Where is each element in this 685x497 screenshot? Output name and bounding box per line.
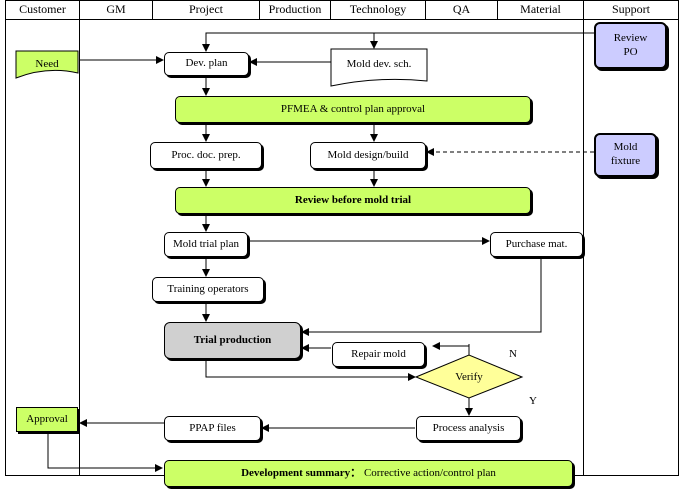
need-label: Need (35, 58, 59, 70)
dev-summary-detail: Corrective action/control plan (361, 466, 496, 479)
lane-support: Support (611, 2, 650, 16)
lane-project: Project (189, 2, 223, 16)
mold-fixture-line2: fixture (610, 155, 641, 167)
pfmea-node: PFMEA & control plan approval (175, 96, 531, 123)
lane-material: Material (520, 2, 561, 16)
review-po-node: Review PO (594, 22, 667, 69)
connector-verify-no-to-repair-mold (432, 342, 470, 356)
verify-diamond (414, 354, 524, 399)
review-po-line2: PO (623, 45, 638, 58)
training-operators-node: Training operators (152, 277, 264, 302)
mold-fixture-node: Mold fixture (594, 133, 657, 177)
repair-mold-node: Repair mold (332, 342, 425, 367)
connector-trial-production-to-verify (205, 359, 416, 381)
lane-technology: Technology (349, 2, 407, 16)
ppap-files-node: PPAP files (164, 416, 261, 441)
lane-production: Production (268, 2, 322, 16)
need-shape (15, 50, 79, 79)
lane-qa: QA (452, 2, 471, 16)
review-before-trial-node: Review before mold trial (175, 187, 531, 214)
dev-summary-title: Development summary： (241, 466, 362, 479)
lane-gm: GM (106, 2, 126, 16)
connector-approval-to-dev-summary (47, 432, 163, 472)
proc-doc-prep-node: Proc. doc. prep. (150, 142, 262, 169)
branch-no-label: N (509, 348, 517, 360)
approval-node: Approval (16, 407, 78, 432)
purchase-mat-node: Purchase mat. (490, 232, 583, 257)
connector-review-po-to-dev-plan (202, 32, 594, 52)
mold-trial-plan-node: Mold trial plan (164, 232, 248, 257)
review-po-line1: Review (613, 31, 648, 44)
process-analysis-node: Process analysis (416, 416, 521, 441)
mold-design-build-node: Mold design/build (310, 142, 426, 169)
mold-dev-sch-label: Mold dev. sch. (346, 58, 412, 70)
verify-label: Verify (455, 371, 483, 383)
dev-plan-node: Dev. plan (164, 52, 249, 76)
mold-dev-sch-shape (330, 48, 428, 87)
branch-yes-label: Y (529, 395, 537, 407)
mold-fixture-line1: Mold (613, 141, 638, 154)
lane-customer: Customer (19, 2, 66, 16)
trial-production-node: Trial production (164, 322, 301, 359)
dev-summary-node: Development summary： Corrective action/c… (164, 460, 573, 487)
connector-purchase-mat-to-trial-production (301, 257, 542, 336)
